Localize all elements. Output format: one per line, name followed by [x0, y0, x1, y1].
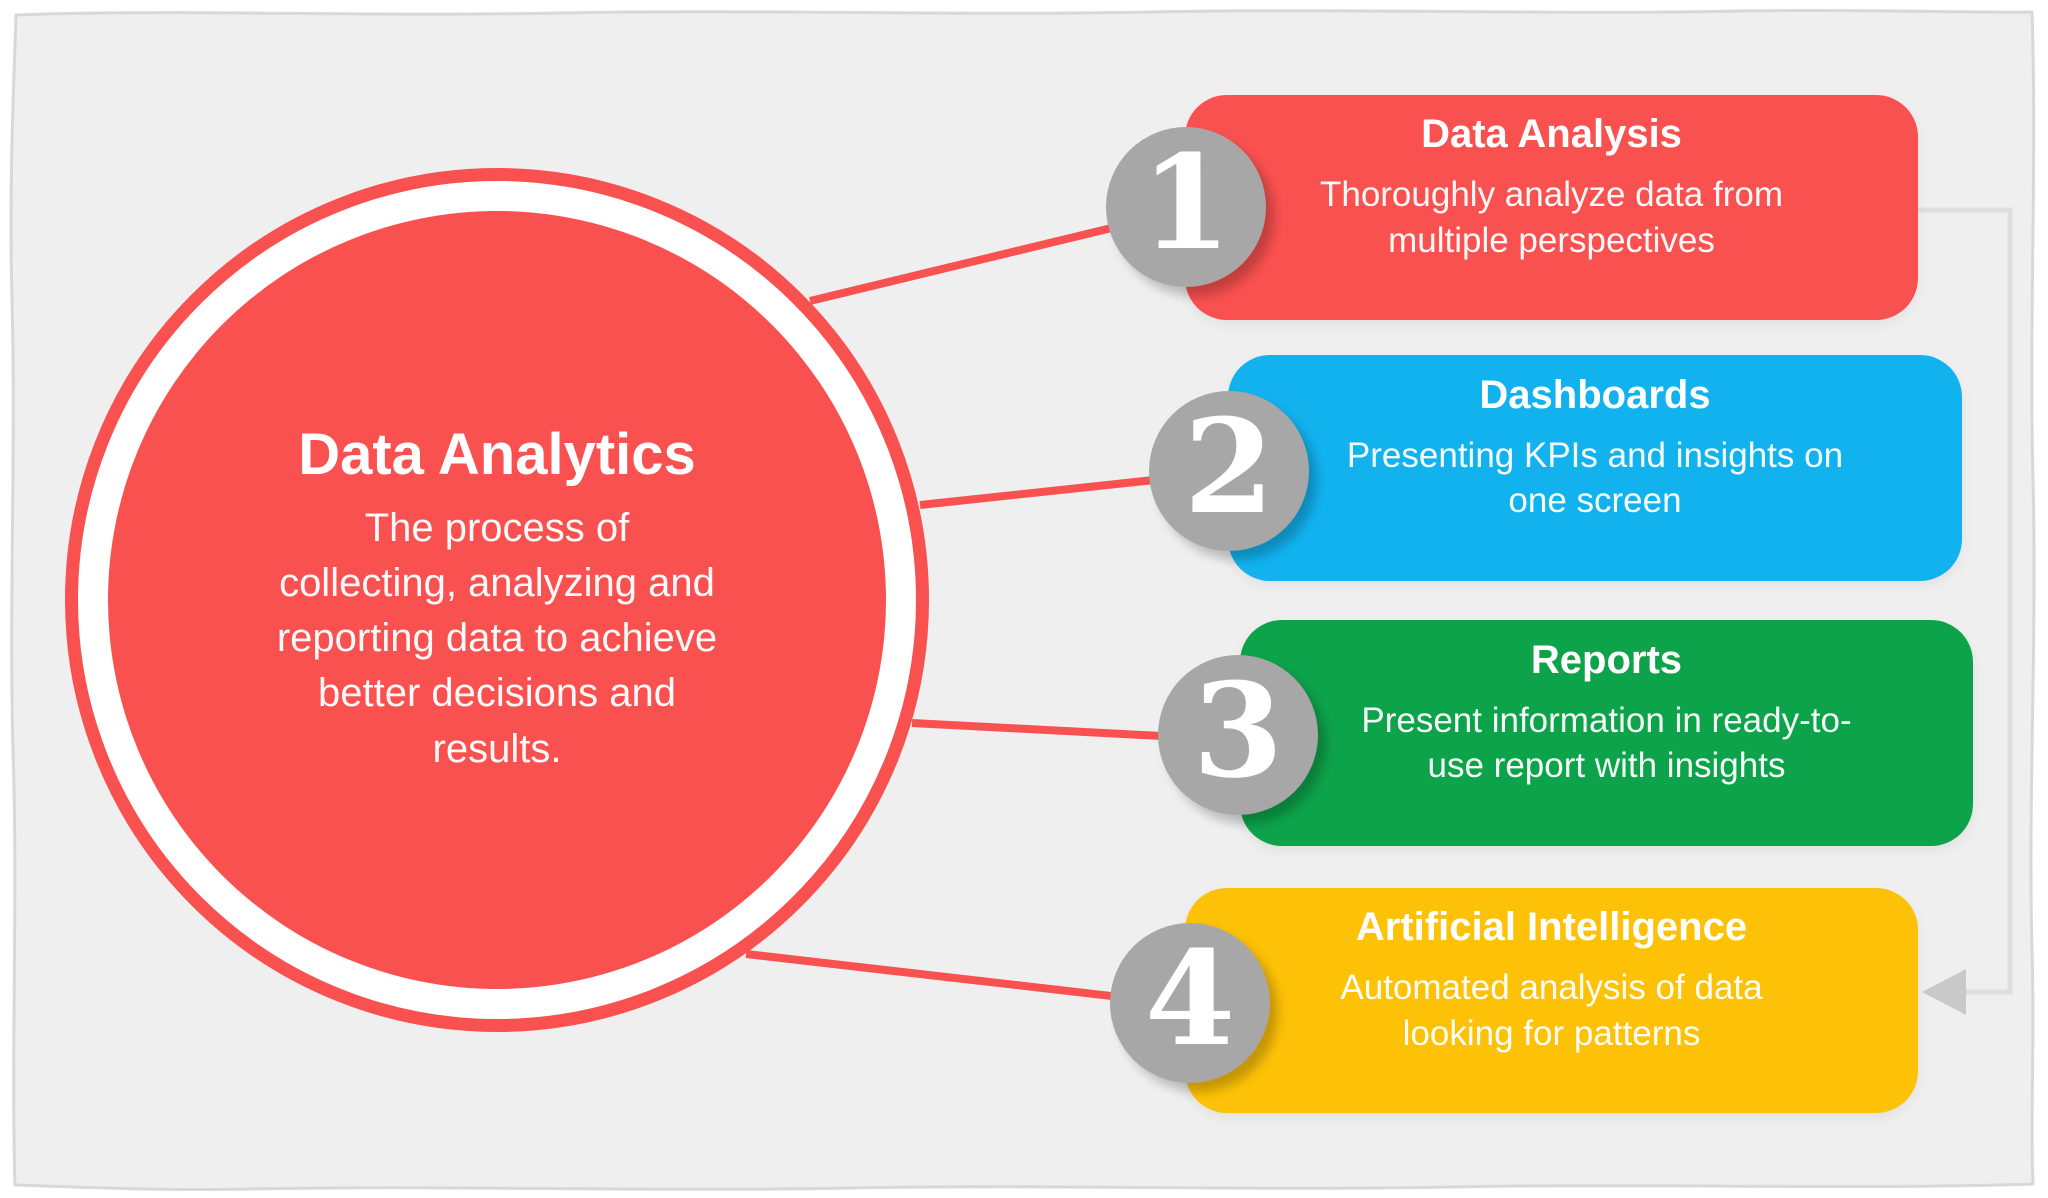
- card-description: Automated analysis of data looking for p…: [1340, 968, 1763, 1053]
- step-number-badge-1: 1: [1106, 127, 1266, 287]
- card-description: Presenting KPIs and insights on one scre…: [1346, 435, 1844, 521]
- card-description: Thoroughly analyze data from multiple pe…: [1319, 175, 1784, 260]
- step-number-badge-4: 4: [1110, 923, 1270, 1083]
- card-artificial-intelligence: Artificial Intelligence Automated analys…: [1185, 888, 1918, 1113]
- card-title: Dashboards: [1479, 372, 1711, 417]
- step-number-badge-3: 3: [1158, 655, 1318, 815]
- card-dashboards: Dashboards Presenting KPIs and insights …: [1228, 355, 1962, 581]
- card-description: Present information in ready-to- use rep…: [1361, 700, 1852, 786]
- page-description: The process of collecting, analyzing and…: [276, 505, 718, 771]
- card-title: Reports: [1530, 637, 1683, 682]
- feedback-connector-line: [1918, 207, 2013, 995]
- card-title: Artificial Intelligence: [1355, 905, 1748, 949]
- card-reports: Reports Present information in ready-to-…: [1240, 620, 1973, 846]
- center-circle-inner: Data Analytics The process of collecting…: [108, 211, 886, 989]
- arrow-left-icon: [1922, 969, 1966, 1015]
- card-title: Data Analysis: [1421, 112, 1682, 156]
- center-circle: Data Analytics The process of collecting…: [65, 168, 929, 1032]
- card-data-analysis: Data Analysis Thoroughly analyze data fr…: [1185, 95, 1918, 320]
- page-title: Data Analytics: [298, 422, 696, 488]
- step-number-badge-2: 2: [1149, 391, 1309, 551]
